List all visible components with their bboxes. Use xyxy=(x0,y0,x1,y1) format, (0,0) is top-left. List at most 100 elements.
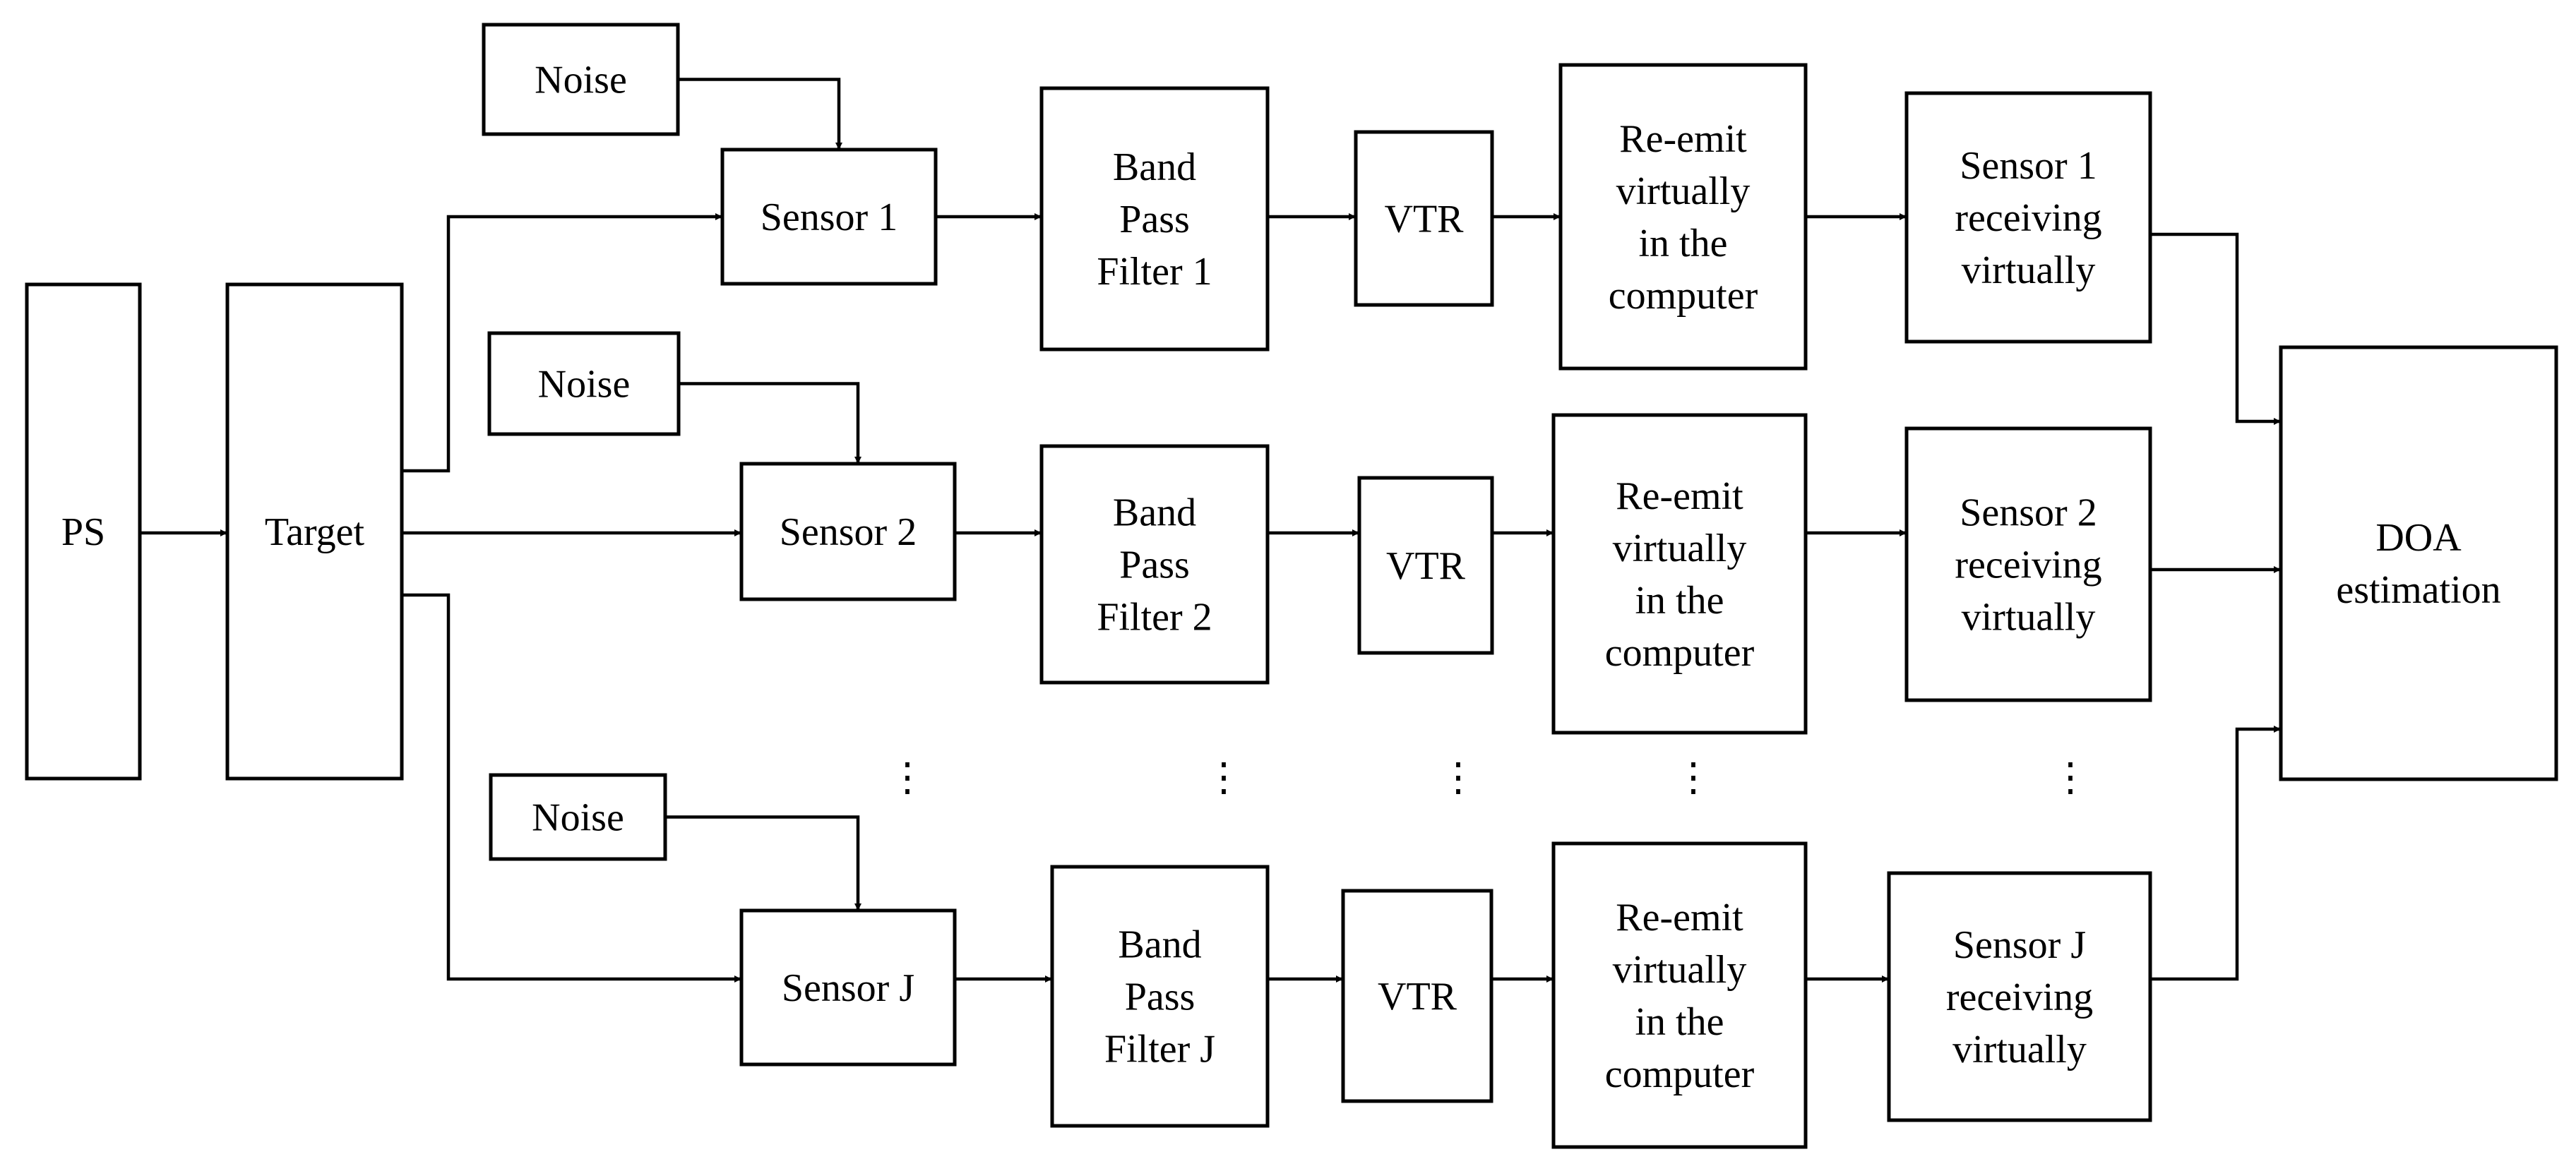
sensor-1-box-frame xyxy=(720,148,938,286)
noise-box-sensor-j-label: Noise xyxy=(532,796,624,840)
reemit-box-sensor-j-label: in the xyxy=(1635,1000,1724,1044)
reemit-box-sensor-2-label: virtually xyxy=(1613,527,1747,570)
sensor-1-box: Sensor 1 xyxy=(720,148,938,286)
noise-box-sensor-j: Noise xyxy=(489,773,667,861)
target-box: Target xyxy=(225,282,404,781)
reemit-box-sensor-j: Re-emit virtually in the computer xyxy=(1551,841,1808,1149)
noise-box-sensor-1-label: Noise xyxy=(535,59,627,102)
band-pass-filter-box-sensor-j-label: Filter J xyxy=(1104,1028,1215,1071)
reemit-box-sensor-1-label: virtually xyxy=(1616,169,1751,213)
arrow-noise-to-sensor-2 xyxy=(679,382,861,464)
arrow-noise-to-sensor-1 xyxy=(678,78,842,150)
vtr-box-sensor-1: VTR xyxy=(1354,130,1494,307)
band-pass-filter-box-sensor-j-label: Pass xyxy=(1125,975,1195,1019)
arrow-target-to-sensor-j xyxy=(402,593,741,983)
noise-box-sensor-1: Noise xyxy=(482,23,680,136)
noise-box-sensor-j-frame xyxy=(489,773,667,861)
band-pass-filter-box-sensor-2-label: Pass xyxy=(1119,544,1190,587)
noise-box-sensor-1-frame xyxy=(482,23,680,136)
receiving-box-sensor-2-label: receiving xyxy=(1955,544,2101,587)
receiving-box-sensor-j-label: virtually xyxy=(1952,1028,2087,1071)
sensor-j-box-frame xyxy=(739,908,957,1067)
band-pass-filter-box-sensor-1-frame xyxy=(1039,86,1270,352)
receiving-box-sensor-j: Sensor J receiving virtually xyxy=(1887,871,2152,1122)
band-pass-filter-box-sensor-1-label: Band xyxy=(1113,145,1196,189)
vtr-box-sensor-1-label: VTR xyxy=(1385,198,1465,241)
receiving-box-sensor-1-label: virtually xyxy=(1962,248,2096,292)
sensor-1-box-label: Sensor 1 xyxy=(761,196,898,239)
arrow-noise-to-sensor-j xyxy=(665,815,861,911)
vtr-box-sensor-2: VTR xyxy=(1357,476,1494,655)
band-pass-filter-box-sensor-1-label: Filter 1 xyxy=(1097,250,1212,294)
receiving-box-sensor-2-label: virtually xyxy=(1962,596,2096,639)
ellipsis-2: ⋮ xyxy=(1204,756,1244,800)
reemit-box-sensor-2-label: Re-emit xyxy=(1616,474,1743,518)
band-pass-filter-box-sensor-2-label: Filter 2 xyxy=(1097,596,1212,639)
noise-box-sensor-2: Noise xyxy=(487,331,681,436)
band-pass-filter-box-sensor-j-label: Band xyxy=(1118,923,1201,967)
receiving-box-sensor-1-label: receiving xyxy=(1955,196,2101,240)
vtr-box-sensor-2-frame xyxy=(1357,476,1494,655)
reemit-box-sensor-1-label: Re-emit xyxy=(1619,117,1747,161)
receiving-box-sensor-j-label: Sensor J xyxy=(1953,923,2086,967)
vtr-box-sensor-j-label: VTR xyxy=(1378,975,1457,1019)
reemit-box-sensor-2-label: in the xyxy=(1635,579,1724,623)
vtr-box-sensor-j-frame xyxy=(1341,889,1493,1103)
arrow-target-to-sensor-1 xyxy=(402,213,722,473)
doa-estimation-box: DOA estimation xyxy=(2279,345,2558,781)
reemit-box-sensor-j-frame xyxy=(1551,841,1808,1149)
sensor-2-box-label: Sensor 2 xyxy=(780,510,917,554)
doa-estimation-box-frame xyxy=(2279,345,2558,781)
ellipsis-4: ⋮ xyxy=(1674,756,1713,800)
arrow-receiving-1-to-doa xyxy=(2150,232,2281,425)
receiving-box-sensor-j-frame xyxy=(1887,871,2152,1122)
receiving-box-sensor-j-label: receiving xyxy=(1946,975,2093,1019)
vtr-box-sensor-2-label: VTR xyxy=(1386,544,1466,588)
doa-estimation-box-label: DOA xyxy=(2375,516,2462,560)
sensor-2-box-frame xyxy=(739,462,957,601)
ellipsis-3: ⋮ xyxy=(1438,756,1478,800)
reemit-box-sensor-1-frame xyxy=(1558,63,1808,371)
vtr-box-sensor-j: VTR xyxy=(1341,889,1493,1103)
ellipsis-5: ⋮ xyxy=(2051,756,2090,800)
ps-box: PS xyxy=(25,282,142,781)
reemit-box-sensor-j-label: virtually xyxy=(1613,948,1747,992)
receiving-box-sensor-1: Sensor 1 receiving virtually xyxy=(1904,91,2152,344)
receiving-box-sensor-2: Sensor 2 receiving virtually xyxy=(1904,426,2152,702)
connectors xyxy=(140,78,2281,983)
receiving-box-sensor-1-label: Sensor 1 xyxy=(1960,144,2097,188)
doa-estimation-box-label: estimation xyxy=(2336,568,2500,612)
noise-box-sensor-2-frame xyxy=(487,331,681,436)
band-pass-filter-box-sensor-2-label: Band xyxy=(1113,491,1196,535)
noise-box-sensor-2-label: Noise xyxy=(538,363,631,407)
reemit-box-sensor-j-label: computer xyxy=(1605,1052,1755,1096)
vtr-box-sensor-1-frame xyxy=(1354,130,1494,307)
target-box-frame xyxy=(225,282,404,781)
reemit-box-sensor-2-frame xyxy=(1551,413,1808,735)
band-pass-filter-box-sensor-2-frame xyxy=(1039,444,1270,685)
receiving-box-sensor-1-frame xyxy=(1904,91,2152,344)
reemit-box-sensor-1: Re-emit virtually in the computer xyxy=(1558,63,1808,371)
reemit-box-sensor-j-label: Re-emit xyxy=(1616,896,1743,939)
sensor-j-box: Sensor J xyxy=(739,908,957,1067)
arrow-receiving-j-to-doa xyxy=(2150,726,2281,981)
ellipsis-1: ⋮ xyxy=(888,756,927,800)
reemit-box-sensor-1-label: computer xyxy=(1609,274,1758,318)
sensor-2-box: Sensor 2 xyxy=(739,462,957,601)
reemit-box-sensor-2: Re-emit virtually in the computer xyxy=(1551,413,1808,735)
band-pass-filter-box-sensor-j-frame xyxy=(1050,865,1270,1128)
receiving-box-sensor-2-frame xyxy=(1904,426,2152,702)
reemit-box-sensor-1-label: in the xyxy=(1639,222,1728,265)
ps-box-label: PS xyxy=(61,510,105,554)
ps-box-frame xyxy=(25,282,142,781)
sensor-j-box-label: Sensor J xyxy=(782,966,914,1010)
band-pass-filter-box-sensor-1-label: Pass xyxy=(1119,198,1190,241)
target-box-label: Target xyxy=(265,510,365,554)
reemit-box-sensor-2-label: computer xyxy=(1605,631,1755,675)
receiving-box-sensor-2-label: Sensor 2 xyxy=(1960,491,2097,535)
